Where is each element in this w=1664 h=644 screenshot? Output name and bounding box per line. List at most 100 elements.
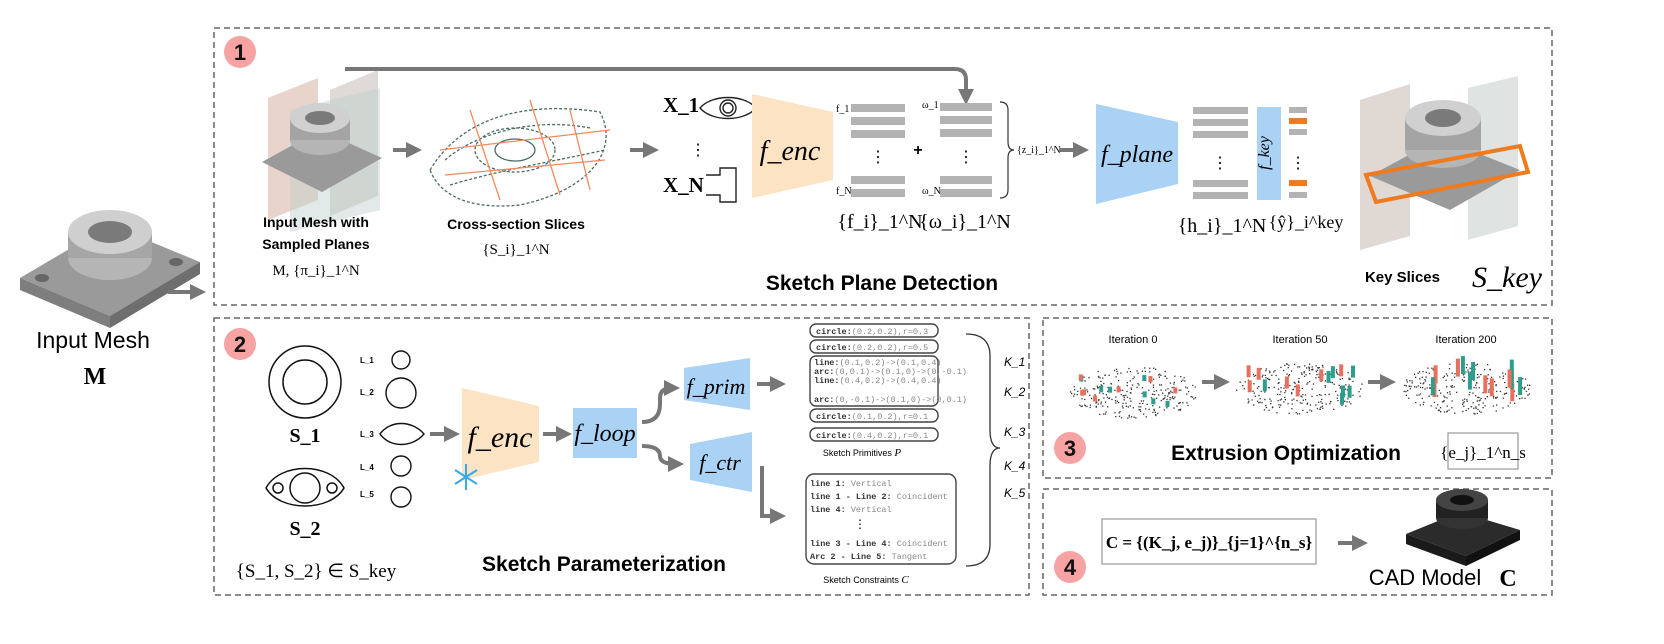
point	[1169, 399, 1171, 401]
point	[1168, 392, 1170, 394]
point	[1453, 376, 1456, 378]
point	[1105, 411, 1107, 413]
encoder-block-2	[462, 388, 539, 480]
point	[1331, 382, 1333, 384]
point	[1484, 405, 1486, 407]
extrusion-marker	[1078, 374, 1083, 381]
point	[1463, 380, 1466, 382]
point	[1463, 405, 1465, 407]
svg-text:L_5: L_5	[360, 490, 374, 499]
point	[1453, 386, 1455, 388]
point	[1425, 371, 1427, 373]
point	[1143, 413, 1145, 415]
point	[1187, 404, 1189, 407]
point	[1159, 373, 1161, 375]
point	[1439, 407, 1442, 409]
extrusion-marker	[1108, 386, 1113, 393]
point	[1105, 394, 1107, 396]
z-brace	[999, 101, 1015, 199]
point	[1115, 416, 1117, 418]
constraints-vdots: ⋮	[854, 517, 866, 531]
point	[1315, 377, 1317, 379]
point	[1139, 410, 1142, 413]
point	[1271, 374, 1273, 376]
point	[1308, 366, 1310, 368]
point	[1311, 368, 1314, 370]
point	[1322, 366, 1324, 368]
point	[1141, 370, 1143, 372]
point	[1431, 367, 1433, 369]
extrusion-marker	[1148, 376, 1153, 383]
point	[1465, 367, 1468, 369]
point	[1324, 394, 1326, 396]
extrusion-marker	[1099, 385, 1104, 392]
extrusion-marker	[1431, 377, 1435, 396]
point	[1095, 405, 1097, 408]
point	[1158, 394, 1160, 396]
point	[1278, 382, 1280, 384]
point	[1451, 400, 1453, 402]
point	[1324, 380, 1326, 382]
point	[1422, 403, 1424, 406]
x1-shape	[699, 96, 757, 120]
extrusion-marker	[1483, 375, 1488, 394]
point	[1315, 404, 1317, 406]
point	[1182, 379, 1184, 381]
point	[1145, 408, 1147, 410]
extrusion-marker	[1080, 389, 1085, 396]
svg-text:line 1 - Line 2: Coincident: line 1 - Line 2: Coincident	[810, 492, 948, 502]
point-cloud-iter-50	[1236, 363, 1363, 415]
point	[1488, 383, 1490, 385]
point	[1117, 380, 1120, 382]
svg-text:K_4: K_4	[1004, 459, 1026, 473]
point	[1169, 392, 1171, 394]
point	[1330, 381, 1332, 383]
point	[1502, 397, 1505, 399]
point	[1424, 388, 1426, 390]
point	[1129, 380, 1131, 382]
point	[1473, 379, 1475, 381]
point	[1263, 409, 1266, 411]
point	[1164, 395, 1166, 397]
point	[1527, 384, 1529, 386]
point	[1360, 388, 1362, 390]
point	[1405, 390, 1407, 393]
point	[1463, 376, 1465, 378]
point	[1345, 384, 1347, 386]
point	[1504, 373, 1507, 375]
point	[1287, 403, 1289, 405]
point	[1340, 386, 1342, 388]
point	[1344, 400, 1346, 403]
point	[1173, 398, 1175, 400]
point	[1098, 398, 1100, 401]
point	[1285, 390, 1287, 392]
point	[1132, 378, 1134, 380]
point	[1097, 387, 1099, 389]
point	[1162, 392, 1164, 394]
point	[1462, 380, 1465, 382]
point	[1138, 409, 1140, 411]
svg-text:L_1: L_1	[360, 356, 374, 365]
point	[1136, 386, 1138, 388]
fplane-label: f_plane	[1101, 142, 1173, 168]
extrusion-marker	[1246, 365, 1251, 378]
point	[1190, 396, 1192, 398]
point	[1419, 378, 1421, 380]
point	[1089, 394, 1091, 396]
point	[1107, 390, 1109, 392]
point	[1153, 408, 1155, 410]
point	[1488, 391, 1490, 393]
point	[1278, 406, 1281, 408]
point	[1440, 392, 1442, 394]
point	[1268, 386, 1270, 389]
w1-label: ω_1	[922, 100, 939, 111]
point	[1514, 402, 1516, 404]
point	[1443, 411, 1446, 413]
point	[1329, 403, 1331, 405]
key-score-bars	[1289, 107, 1307, 198]
point	[1417, 385, 1419, 387]
point	[1273, 386, 1275, 388]
point	[1290, 370, 1293, 372]
point	[1153, 409, 1155, 412]
point	[1269, 398, 1271, 400]
